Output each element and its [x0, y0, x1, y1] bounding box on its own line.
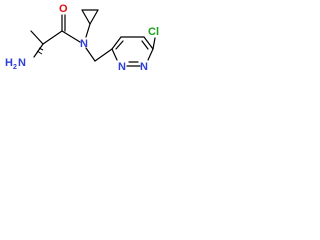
ring-c6-c5 [143, 36, 154, 50]
bond-n-ch2 [85, 47, 96, 62]
ring-nitrogen-2-label: N [118, 61, 126, 73]
bond-ccarbonyl-n [61, 30, 81, 43]
carbonyl-oxygen-label: O [59, 3, 68, 15]
bond-calpha-methyl [30, 30, 44, 45]
bond-calpha-ccarbonyl [42, 30, 63, 45]
amide-nitrogen-label: N [80, 38, 88, 50]
bonds [30, 9, 156, 67]
structure-svg: H 2 N O N N N Cl [5, 3, 159, 73]
chlorine-label: Cl [148, 26, 159, 38]
ring-n1-c6 [147, 48, 154, 61]
stereo-hash [36, 47, 44, 55]
bond-calpha-nh2 [33, 43, 44, 58]
ring-c4-c3 [111, 36, 122, 50]
cyclopropyl-3 [89, 9, 99, 25]
ring-double-2 [141, 40, 149, 50]
ring-double-1 [115, 40, 124, 50]
bond-n-cyclopropyl [85, 23, 91, 38]
cyclopropyl-1 [81, 9, 91, 25]
ring-nitrogen-1-label: N [140, 61, 148, 73]
bond-ch2-ring [94, 48, 113, 62]
amine-n-label: N [18, 57, 26, 69]
amine-h-label: H [5, 57, 13, 69]
amine-subscript-label: 2 [13, 64, 17, 71]
atom-labels: H 2 N O N N N Cl [5, 3, 159, 73]
ring-c3-n2 [111, 48, 118, 61]
bond-c6-cl [152, 37, 156, 50]
molecule-diagram: H 2 N O N N N Cl [0, 0, 168, 81]
